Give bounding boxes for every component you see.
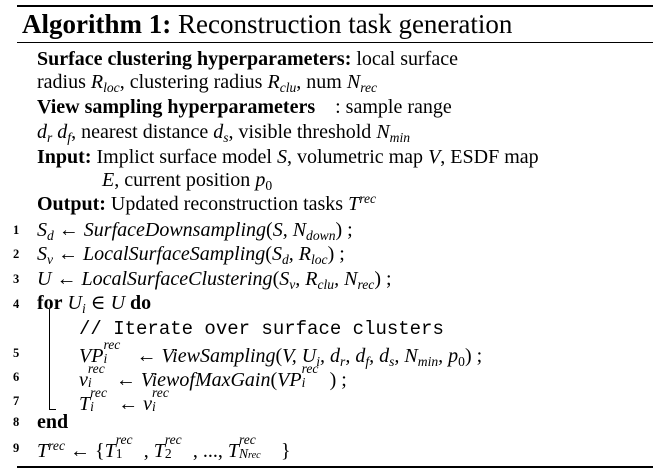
input-line-2: E, current position p0 <box>102 169 273 194</box>
code-line-4: for Ui ∈ U do <box>37 292 152 317</box>
line-number: 3 <box>13 272 20 286</box>
text: , nearest distance <box>71 121 209 143</box>
text: , ESDF map <box>440 146 539 168</box>
view-params-line-1: View sampling hyperparameters : sample r… <box>37 96 452 118</box>
text: Implict surface model <box>96 146 272 168</box>
line-number: 6 <box>13 370 20 384</box>
text: radius <box>37 71 86 93</box>
input-line-1: Input: Implict surface model S, volumetr… <box>37 146 539 168</box>
view-params-line-2: dr df, nearest distance ds, visible thre… <box>37 121 411 146</box>
line-number: 8 <box>13 415 20 429</box>
text: : sample range <box>335 96 452 118</box>
surface-params-label: Surface clustering hyperparameters: <box>37 48 352 70</box>
line-number: 5 <box>13 346 20 360</box>
end-keyword: end <box>37 411 69 433</box>
surface-params-line-1: Surface clustering hyperparameters: loca… <box>37 48 458 70</box>
comment-line: // Iterate over surface clusters <box>79 317 444 340</box>
algorithm-label: Algorithm 1: <box>22 9 172 39</box>
title-rule <box>17 42 653 44</box>
text: , volumetric map <box>286 146 424 168</box>
surface-params-text: local surface <box>356 48 458 70</box>
algorithm-name: Reconstruction task generation <box>177 9 513 39</box>
algorithm-title: Algorithm 1: Reconstruction task generat… <box>22 8 512 41</box>
text: , visible threshold <box>228 121 372 143</box>
top-rule <box>17 5 653 7</box>
code-line-1: Sd ← SurfaceDownsampling(S, Ndown) ; <box>37 219 353 244</box>
text: Updated reconstruction tasks <box>110 193 344 215</box>
surface-params-line-2: radius Rloc, clustering radius Rclu, num… <box>37 71 378 96</box>
line-number: 7 <box>13 394 20 408</box>
text: , clustering radius <box>119 71 263 93</box>
code-line-8: end <box>37 411 68 433</box>
bottom-rule <box>17 466 653 468</box>
output-line: Output: Updated reconstruction tasks Tre… <box>37 191 377 215</box>
text: , num <box>296 71 342 93</box>
code-comment: // Iterate over surface clusters <box>79 318 444 340</box>
input-label: Input: <box>37 146 92 168</box>
loop-body-bar-end <box>49 409 56 410</box>
code-line-2: Sv ← LocalSurfaceSampling(Sd, Rloc) ; <box>37 243 345 268</box>
code-line-3: U ← LocalSurfaceClustering(Sv, Rclu, Nre… <box>37 268 392 293</box>
loop-body-bar <box>49 309 50 410</box>
view-params-label: View sampling hyperparameters <box>37 96 316 118</box>
do-keyword: do <box>130 292 152 314</box>
line-number: 4 <box>13 297 20 311</box>
line-number: 2 <box>13 247 20 261</box>
for-keyword: for <box>37 292 63 314</box>
line-number: 1 <box>13 223 20 237</box>
output-label: Output: <box>37 193 106 215</box>
line-number: 9 <box>13 441 20 455</box>
text: , current position <box>114 169 251 191</box>
